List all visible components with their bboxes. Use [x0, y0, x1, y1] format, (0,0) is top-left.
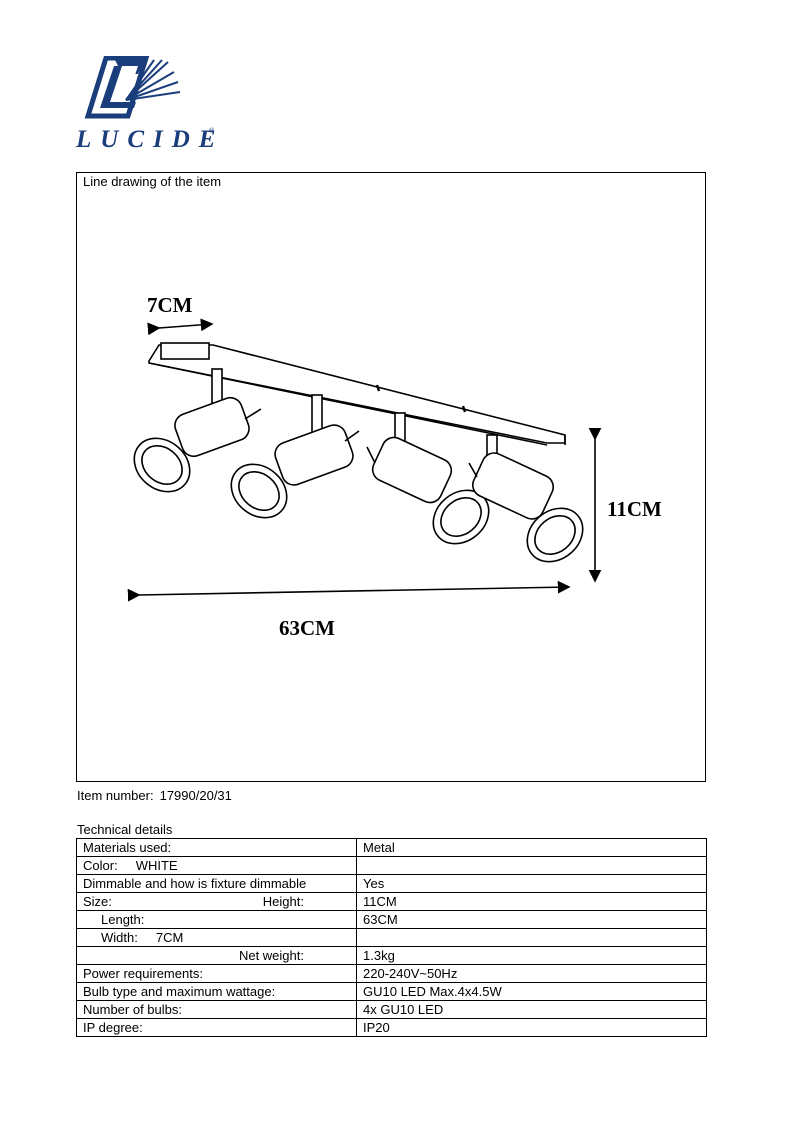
materials-value: Metal: [356, 838, 707, 857]
table-row: Length: 63CM: [76, 910, 707, 929]
ip-label: IP degree:: [76, 1018, 357, 1037]
table-row: Dimmable and how is fixture dimmable Yes: [76, 874, 707, 893]
size-cell: Size: Height:: [76, 892, 357, 911]
table-row: Color: WHITE: [76, 856, 707, 875]
item-number-value: 17990/20/31: [159, 788, 232, 803]
bulb-type-value: GU10 LED Max.4x4.5W: [356, 982, 707, 1001]
item-number: Item number: 17990/20/31: [77, 788, 232, 803]
technical-details-title: Technical details: [77, 822, 173, 837]
net-weight-label: Net weight:: [238, 948, 304, 963]
color-value: WHITE: [135, 858, 178, 873]
power-value: 220-240V~50Hz: [356, 964, 707, 983]
width-label: Width:: [101, 930, 138, 945]
color-value-cell: [356, 856, 707, 875]
drawing-caption: Line drawing of the item: [83, 174, 222, 189]
net-weight-value: 1.3kg: [356, 946, 707, 965]
length-value: 63CM: [356, 910, 707, 929]
dimmable-label: Dimmable and how is fixture dimmable: [76, 874, 357, 893]
table-row: Materials used: Metal: [76, 838, 707, 857]
width-value: 7CM: [155, 930, 184, 945]
dim-width-label: 7CM: [147, 293, 193, 317]
height-label: Height:: [262, 894, 304, 909]
spot-1: [133, 368, 262, 493]
bulb-count-value: 4x GU10 LED: [356, 1000, 707, 1019]
bulb-count-label: Number of bulbs:: [76, 1000, 357, 1019]
bulb-type-label: Bulb type and maximum wattage:: [76, 982, 357, 1001]
table-row: Number of bulbs: 4x GU10 LED: [76, 1000, 707, 1019]
lucide-logo: LUCIDE ®: [76, 55, 225, 160]
lucide-logo-mark-icon: [84, 55, 181, 119]
power-label: Power requirements:: [76, 964, 357, 983]
length-label: Length:: [101, 912, 145, 927]
table-row: IP degree: IP20: [76, 1018, 707, 1037]
spotlight-line-drawing: [127, 318, 602, 602]
spot-4: [468, 434, 584, 563]
technical-details-table: Materials used: Metal Color: WHITE Dimmab…: [76, 838, 707, 1037]
length-cell: Length:: [76, 910, 357, 929]
width-value-cell: [356, 928, 707, 947]
net-weight-cell: Net weight:: [76, 946, 357, 965]
color-label: Color:: [83, 858, 118, 873]
brand-name: LUCIDE: [76, 126, 225, 153]
height-value: 11CM: [356, 892, 707, 911]
color-cell: Color: WHITE: [76, 856, 357, 875]
line-drawing-panel: Line drawing of the item: [76, 172, 706, 782]
width-cell: Width: 7CM: [76, 928, 357, 947]
ip-value: IP20: [356, 1018, 707, 1037]
dimmable-value: Yes: [356, 874, 707, 893]
table-row: Size: Height: 11CM: [76, 892, 707, 911]
size-label: Size:: [83, 894, 112, 909]
table-row: Power requirements: 220-240V~50Hz: [76, 964, 707, 983]
table-row: Net weight: 1.3kg: [76, 946, 707, 965]
dim-length-label: 63CM: [279, 616, 335, 640]
spot-2: [230, 394, 360, 519]
table-row: Width: 7CM: [76, 928, 707, 947]
dim-height-label: 11CM: [607, 497, 662, 521]
registered-mark: ®: [209, 128, 215, 135]
table-row: Bulb type and maximum wattage: GU10 LED …: [76, 982, 707, 1001]
item-number-label: Item number:: [77, 788, 154, 803]
materials-label: Materials used:: [76, 838, 357, 857]
